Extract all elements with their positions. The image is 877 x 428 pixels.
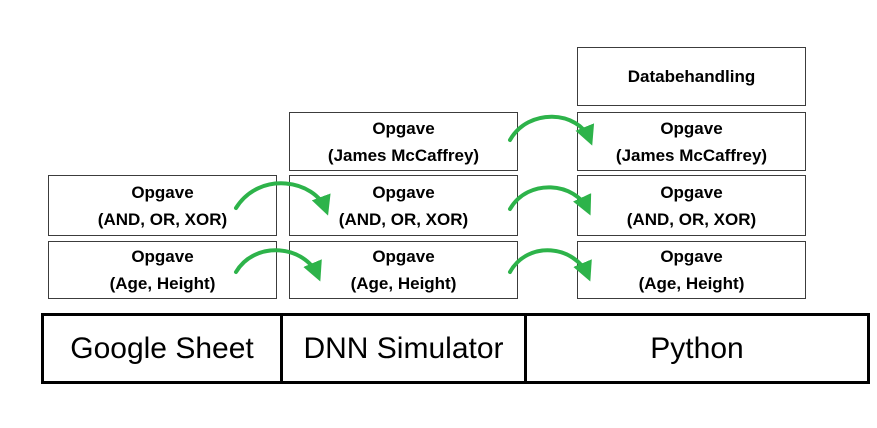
task-title: Databehandling [627, 67, 756, 86]
task-detail: (James McCaffrey) [615, 145, 768, 165]
task-box-py-mccaffrey: Opgave (James McCaffrey) [577, 112, 806, 171]
arrow-icon [234, 248, 322, 282]
task-box-dnn-and-or-xor: Opgave (AND, OR, XOR) [289, 175, 518, 236]
task-box-dnn-age-height: Opgave (Age, Height) [289, 241, 518, 299]
task-box-py-and-or-xor: Opgave (AND, OR, XOR) [577, 175, 806, 236]
arrow-icon [234, 181, 331, 216]
task-detail: (Age, Height) [109, 274, 216, 293]
arrow-icon [508, 114, 595, 146]
arrow-group [234, 114, 595, 282]
task-detail: (Age, Height) [350, 274, 457, 293]
task-box-py-data-handling: Databehandling [577, 47, 806, 106]
task-title: Opgave [660, 118, 723, 138]
platform-label: DNN Simulator [303, 331, 504, 365]
task-detail: (AND, OR, XOR) [626, 209, 757, 229]
task-title: Opgave [660, 182, 723, 202]
platform-python: Python [524, 313, 870, 384]
task-title: Opgave [660, 247, 723, 266]
task-box-dnn-mccaffrey: Opgave (James McCaffrey) [289, 112, 518, 171]
platform-dnn-simulator: DNN Simulator [280, 313, 527, 384]
task-title: Opgave [131, 182, 194, 202]
platform-label: Google Sheet [70, 331, 254, 365]
arrow-icon [508, 248, 592, 282]
task-title: Opgave [131, 247, 194, 266]
task-title: Opgave [372, 118, 435, 138]
task-detail: (Age, Height) [638, 274, 745, 293]
task-detail: (AND, OR, XOR) [97, 209, 228, 229]
task-detail: (AND, OR, XOR) [338, 209, 469, 229]
task-detail: (James McCaffrey) [327, 145, 480, 165]
platform-google-sheet: Google Sheet [41, 313, 283, 384]
arrow-icon [508, 185, 592, 216]
task-title: Opgave [372, 247, 435, 266]
task-box-py-age-height: Opgave (Age, Height) [577, 241, 806, 299]
platform-label: Python [650, 331, 744, 365]
task-title: Opgave [372, 182, 435, 202]
